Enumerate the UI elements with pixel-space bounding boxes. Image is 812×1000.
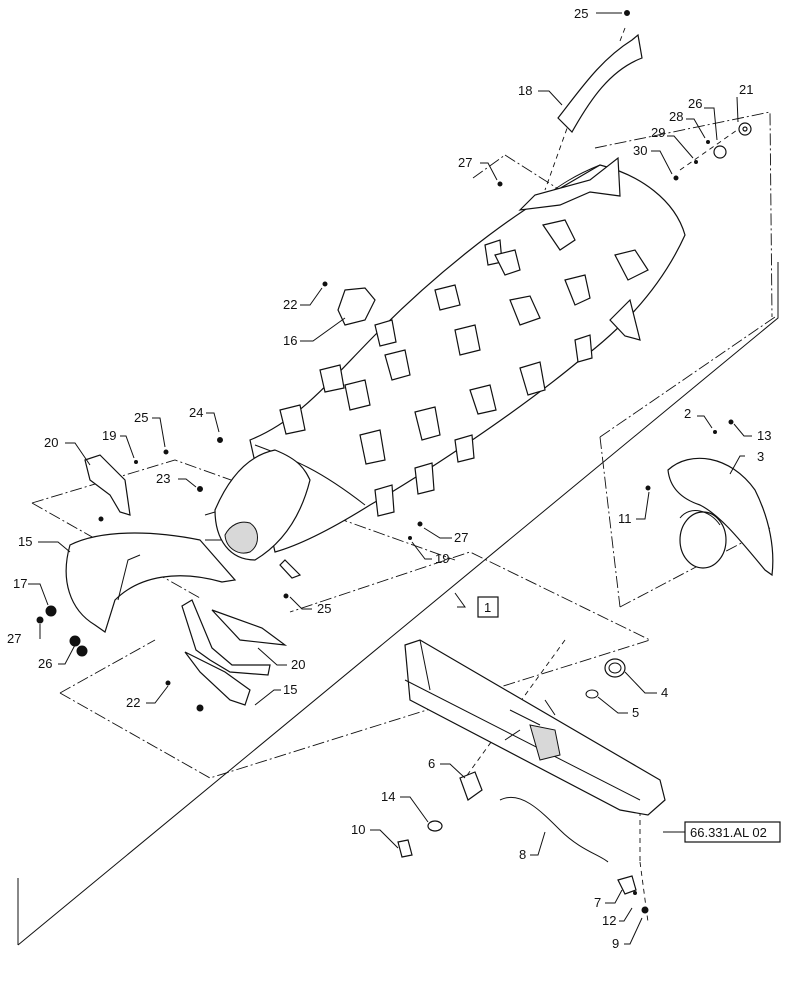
- callout-10: 10: [351, 822, 365, 837]
- callout-17: 17: [13, 576, 27, 591]
- callout-18: 18: [518, 83, 532, 98]
- callout-8: 8: [519, 847, 526, 862]
- callout-7: 7: [594, 895, 601, 910]
- callout-19: 19: [435, 551, 449, 566]
- callout-14: 14: [381, 789, 395, 804]
- callout-27: 27: [458, 155, 472, 170]
- callout-21: 21: [739, 82, 753, 97]
- callout-9: 9: [612, 936, 619, 951]
- callout-12: 12: [602, 913, 616, 928]
- callout-5: 5: [632, 705, 639, 720]
- lower-housing: [397, 639, 666, 895]
- assembly-box-label: 1: [484, 600, 491, 615]
- callout-2: 2: [684, 406, 691, 421]
- callout-29: 29: [651, 125, 665, 140]
- callout-3: 3: [757, 449, 764, 464]
- callout-15: 15: [283, 682, 297, 697]
- callout-25: 25: [574, 6, 588, 21]
- callout-11: 11: [618, 511, 632, 526]
- callout-23: 23: [156, 471, 170, 486]
- callout-25: 25: [134, 410, 148, 425]
- assembly-box[interactable]: 1: [477, 596, 499, 618]
- callout-28: 28: [669, 109, 683, 124]
- left-flight-assembly: [65, 454, 288, 706]
- callout-4: 4: [661, 685, 668, 700]
- callout-20: 20: [291, 657, 305, 672]
- callout-6: 6: [428, 756, 435, 771]
- callout-25: 25: [317, 601, 331, 616]
- callout-16: 16: [283, 333, 297, 348]
- callout-19: 19: [102, 428, 116, 443]
- callout-13: 13: [757, 428, 771, 443]
- callout-20: 20: [44, 435, 58, 450]
- hardware: [36, 10, 752, 914]
- callout-26: 26: [38, 656, 52, 671]
- auger-flight-18: [557, 33, 643, 133]
- rasp-bar-row: [279, 219, 649, 517]
- rotor-drum: [204, 156, 686, 579]
- reference-box[interactable]: 66.331.AL 02: [684, 821, 781, 843]
- callout-27: 27: [7, 631, 21, 646]
- plate-16: [337, 287, 376, 326]
- assembly-boundary: [17, 27, 779, 946]
- callouts: 25 18 21 26 28 29 30 27 22 16 24 25 20 1…: [7, 6, 771, 951]
- callout-15: 15: [18, 534, 32, 549]
- callout-22: 22: [283, 297, 297, 312]
- leader-lines: [28, 12, 752, 945]
- callout-26: 26: [688, 96, 702, 111]
- callout-30: 30: [633, 143, 647, 158]
- callout-22: 22: [126, 695, 140, 710]
- callout-27: 27: [454, 530, 468, 545]
- rotor-cover-3: [667, 457, 774, 577]
- reference-box-label: 66.331.AL 02: [690, 825, 767, 840]
- callout-24: 24: [189, 405, 203, 420]
